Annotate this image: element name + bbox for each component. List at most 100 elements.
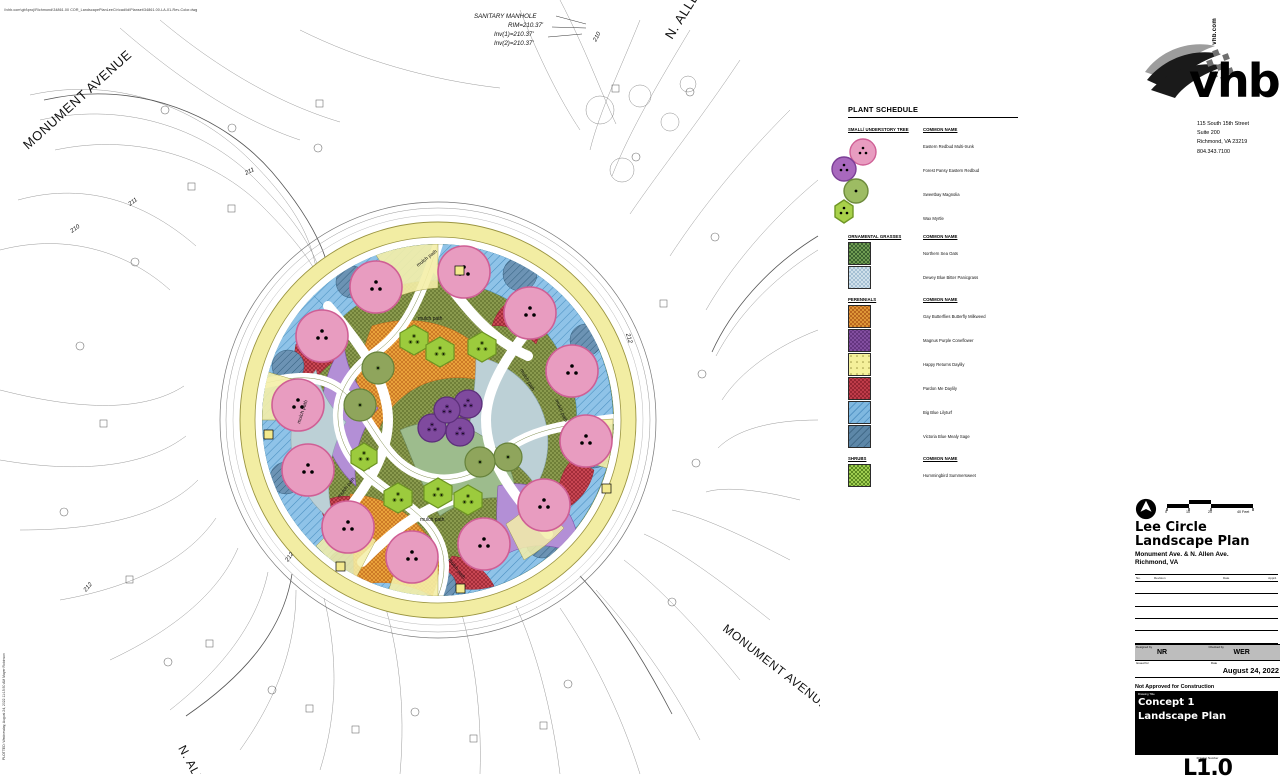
swatch-dewey-blue-panicgrass — [848, 266, 871, 289]
designed-by-label: Designed by — [1136, 645, 1152, 649]
schedule-group-perennials: PERENNIALS COMMON NAME Gay Butterflies B… — [848, 297, 1026, 448]
schedule-common-name-header: COMMON NAME — [923, 297, 957, 302]
revision-table-header: No. Revision Date Apprd. — [1135, 575, 1278, 582]
contour-label: 211 — [243, 167, 255, 177]
legend-symbol-forest-pansy-redbud — [832, 157, 856, 181]
schedule-group-grasses: ORNAMENTAL GRASSES COMMON NAME Northern … — [848, 234, 1026, 289]
issued-for-label: Issued for — [1136, 661, 1149, 665]
schedule-group-trees: SMALL/ UNDERSTORY TREE COMMON NAME — [848, 127, 1026, 230]
scale-tick: 0 — [1165, 510, 1167, 514]
checked-by-label: Checked by — [1209, 645, 1224, 649]
swatch-northern-sea-oats — [848, 242, 871, 265]
plant-name: Pardon Me Daylily — [923, 386, 957, 391]
scale-tick: 40 Feet — [1237, 510, 1249, 514]
manhole-rim: RIM=210.37' — [508, 22, 544, 29]
schedule-group-shrubs: SHRUBS COMMON NAME Hummingbird Summerswe… — [848, 456, 1026, 487]
swatch-big-blue-lilyturf — [848, 401, 871, 424]
mulch-path-label: mulch path — [418, 316, 443, 322]
date-label: Date — [1211, 661, 1217, 665]
manhole-title: SANITARY MANHOLE — [474, 13, 537, 20]
address-line: Richmond, VA 23219 — [1197, 138, 1249, 147]
plant-name: Magnus Purple Coneflower — [923, 338, 974, 343]
drawing-title-box: Drawing Title Concept 1 Landscape Plan — [1135, 691, 1278, 755]
existing-tree-canopies — [586, 76, 696, 182]
scale-bar: 0 10 20 40 Feet — [1165, 498, 1280, 518]
drawing-number: L1.0 — [1135, 760, 1280, 778]
checked-by-value: WER — [1234, 649, 1250, 656]
swatch-pardon-me-daylily — [848, 377, 871, 400]
roundabout-planting: mulch path mulch path mulch path mulch p… — [216, 198, 660, 642]
project-location-2: Richmond, VA — [1135, 559, 1280, 567]
swatch-victoria-blue-mealy-sage — [848, 425, 871, 448]
address-line: 804.343.7100 — [1197, 148, 1249, 157]
designed-by-value: NR — [1157, 649, 1167, 656]
schedule-common-name-header: COMMON NAME — [923, 127, 957, 132]
street-label-monument-ave-upper: MONUMENT AVENUE — [20, 47, 135, 152]
revision-row[interactable] — [1135, 582, 1278, 594]
signature-row: Designed by NR Checked by WER — [1135, 644, 1280, 661]
swatch-gay-butterflies-milkweed — [848, 305, 871, 328]
schedule-category-perennials: PERENNIALS — [848, 297, 923, 302]
street-label-monument-ave-lower: MONUMENT AVENUE — [720, 621, 820, 712]
revision-row[interactable] — [1135, 619, 1278, 631]
north-arrow-icon — [1135, 498, 1157, 520]
swatch-magnus-purple-coneflower — [848, 329, 871, 352]
title-block: 0 10 20 40 Feet Lee Circle Landscape Pla… — [1135, 498, 1280, 778]
revision-col-date: Date — [1223, 576, 1257, 580]
vhb-address: 115 South 15th Street Suite 200 Richmond… — [1197, 120, 1249, 157]
plant-name: Gay Butterflies Butterfly Milkweed — [923, 314, 986, 319]
manhole-inv1: Inv(1)=210.37' — [494, 31, 534, 38]
revision-table: No. Revision Date Apprd. — [1135, 574, 1278, 644]
plant-schedule-title: PLANT SCHEDULE — [848, 105, 1026, 114]
plant-name: Dewey Blue Bitter Panicgrass — [923, 275, 978, 280]
plant-name: Sweetbay Magnolia — [923, 192, 960, 197]
tree-symbol-column — [830, 138, 905, 234]
issue-row: Issued for Date August 24, 2022 — [1135, 661, 1280, 678]
schedule-category-trees: SMALL/ UNDERSTORY TREE — [848, 127, 923, 132]
revision-row[interactable] — [1135, 594, 1278, 606]
issue-date: August 24, 2022 — [1223, 666, 1279, 675]
legend-symbol-sweetbay-magnolia — [844, 179, 868, 203]
revision-col-rev: Revision — [1146, 576, 1223, 580]
street-label-n-allen-ave-lower: N. ALLEN AVENUE — [175, 743, 240, 774]
drawing-title-label: Drawing Title — [1138, 692, 1155, 696]
revision-row[interactable] — [1135, 607, 1278, 619]
plant-name: Victoria Blue Mealy Sage — [923, 434, 970, 439]
swatch-happy-returns-daylily — [848, 353, 871, 376]
scale-tick: 10 — [1186, 510, 1190, 514]
scale-bar-graphic — [1165, 498, 1257, 518]
vhb-wordmark: vhb — [1189, 58, 1279, 104]
plant-name: Hummingbird Summersweet — [923, 473, 976, 478]
vhb-logo-block: vhb.com vhb 115 South 15th Street Suite … — [1135, 10, 1280, 180]
mulch-path-label: mulch path — [420, 517, 445, 523]
revision-col-apprd: Apprd. — [1257, 576, 1278, 580]
drawing-title-line-1: Concept 1 — [1138, 697, 1194, 708]
scale-tick: 20 — [1208, 510, 1212, 514]
revision-row[interactable] — [1135, 631, 1278, 643]
contour-label: 210 — [592, 31, 603, 44]
plant-schedule: PLANT SCHEDULE SMALL/ UNDERSTORY TREE CO… — [848, 105, 1026, 487]
legend-symbol-wax-myrtle — [835, 200, 853, 223]
address-line: Suite 200 — [1197, 129, 1249, 138]
site-plan-drawing: mulch path mulch path mulch path mulch p… — [0, 0, 820, 774]
plant-name: Big Blue Lilyturf — [923, 410, 952, 415]
checked-by-cell: Checked by WER — [1208, 645, 1280, 660]
contour-label: 212 — [82, 581, 94, 594]
plant-name: Northern Sea Oats — [923, 251, 958, 256]
contour-label: 211 — [127, 197, 139, 208]
schedule-divider — [848, 117, 1018, 118]
schedule-common-name-header: COMMON NAME — [923, 234, 957, 239]
plant-name: Happy Returns Daylily — [923, 362, 964, 367]
designed-by-cell: Designed by NR — [1135, 645, 1208, 660]
manhole-inv2: Inv(2)=210.37' — [494, 40, 534, 47]
project-title: Lee Circle Landscape Plan — [1135, 521, 1280, 548]
revision-col-no: No. — [1135, 576, 1146, 580]
swatch-hummingbird-summersweet — [848, 464, 871, 487]
schedule-category-shrubs: SHRUBS — [848, 456, 923, 461]
schedule-common-name-header: COMMON NAME — [923, 456, 957, 461]
address-line: 115 South 15th Street — [1197, 120, 1249, 129]
plant-name: Wax Myrtle — [923, 216, 944, 221]
contour-label: 210 — [69, 223, 82, 235]
plant-name: Forest Pansy Eastern Redbud — [923, 168, 979, 173]
not-approved-stamp: Not Approved for Construction — [1135, 684, 1280, 690]
